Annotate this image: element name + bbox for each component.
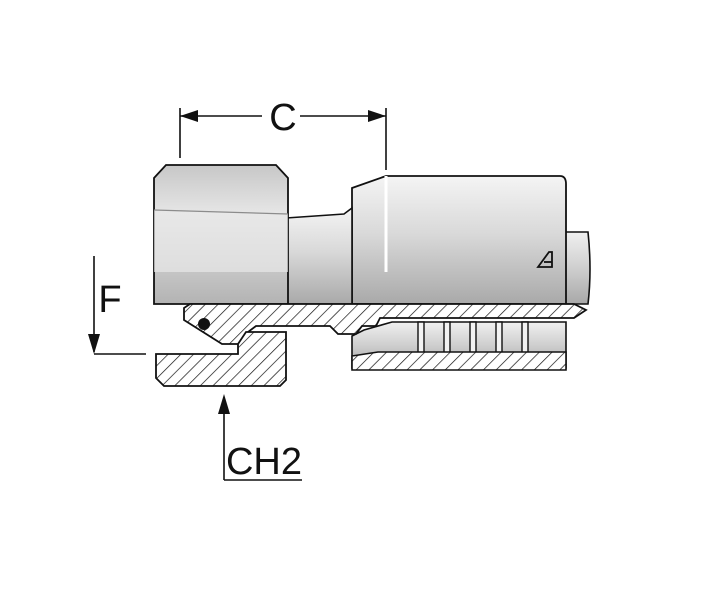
neck-exterior [285, 206, 353, 305]
ferrule-exterior [351, 175, 567, 305]
dimension-ch2-label: CH2 [226, 441, 302, 483]
insert-tube-section [183, 303, 588, 345]
dimension-f [88, 256, 146, 355]
hex-nut-face [154, 210, 288, 272]
dimension-ch2 [218, 394, 302, 481]
ferrule-wall-section [351, 351, 567, 371]
brand-logo-icon [536, 251, 553, 268]
hex-nut-edge [153, 209, 289, 215]
dimension-c [179, 108, 387, 170]
dimension-f-label: F [98, 279, 121, 321]
nut-section [155, 331, 287, 387]
dimension-c-label: C [269, 97, 296, 139]
o-ring [198, 318, 210, 330]
